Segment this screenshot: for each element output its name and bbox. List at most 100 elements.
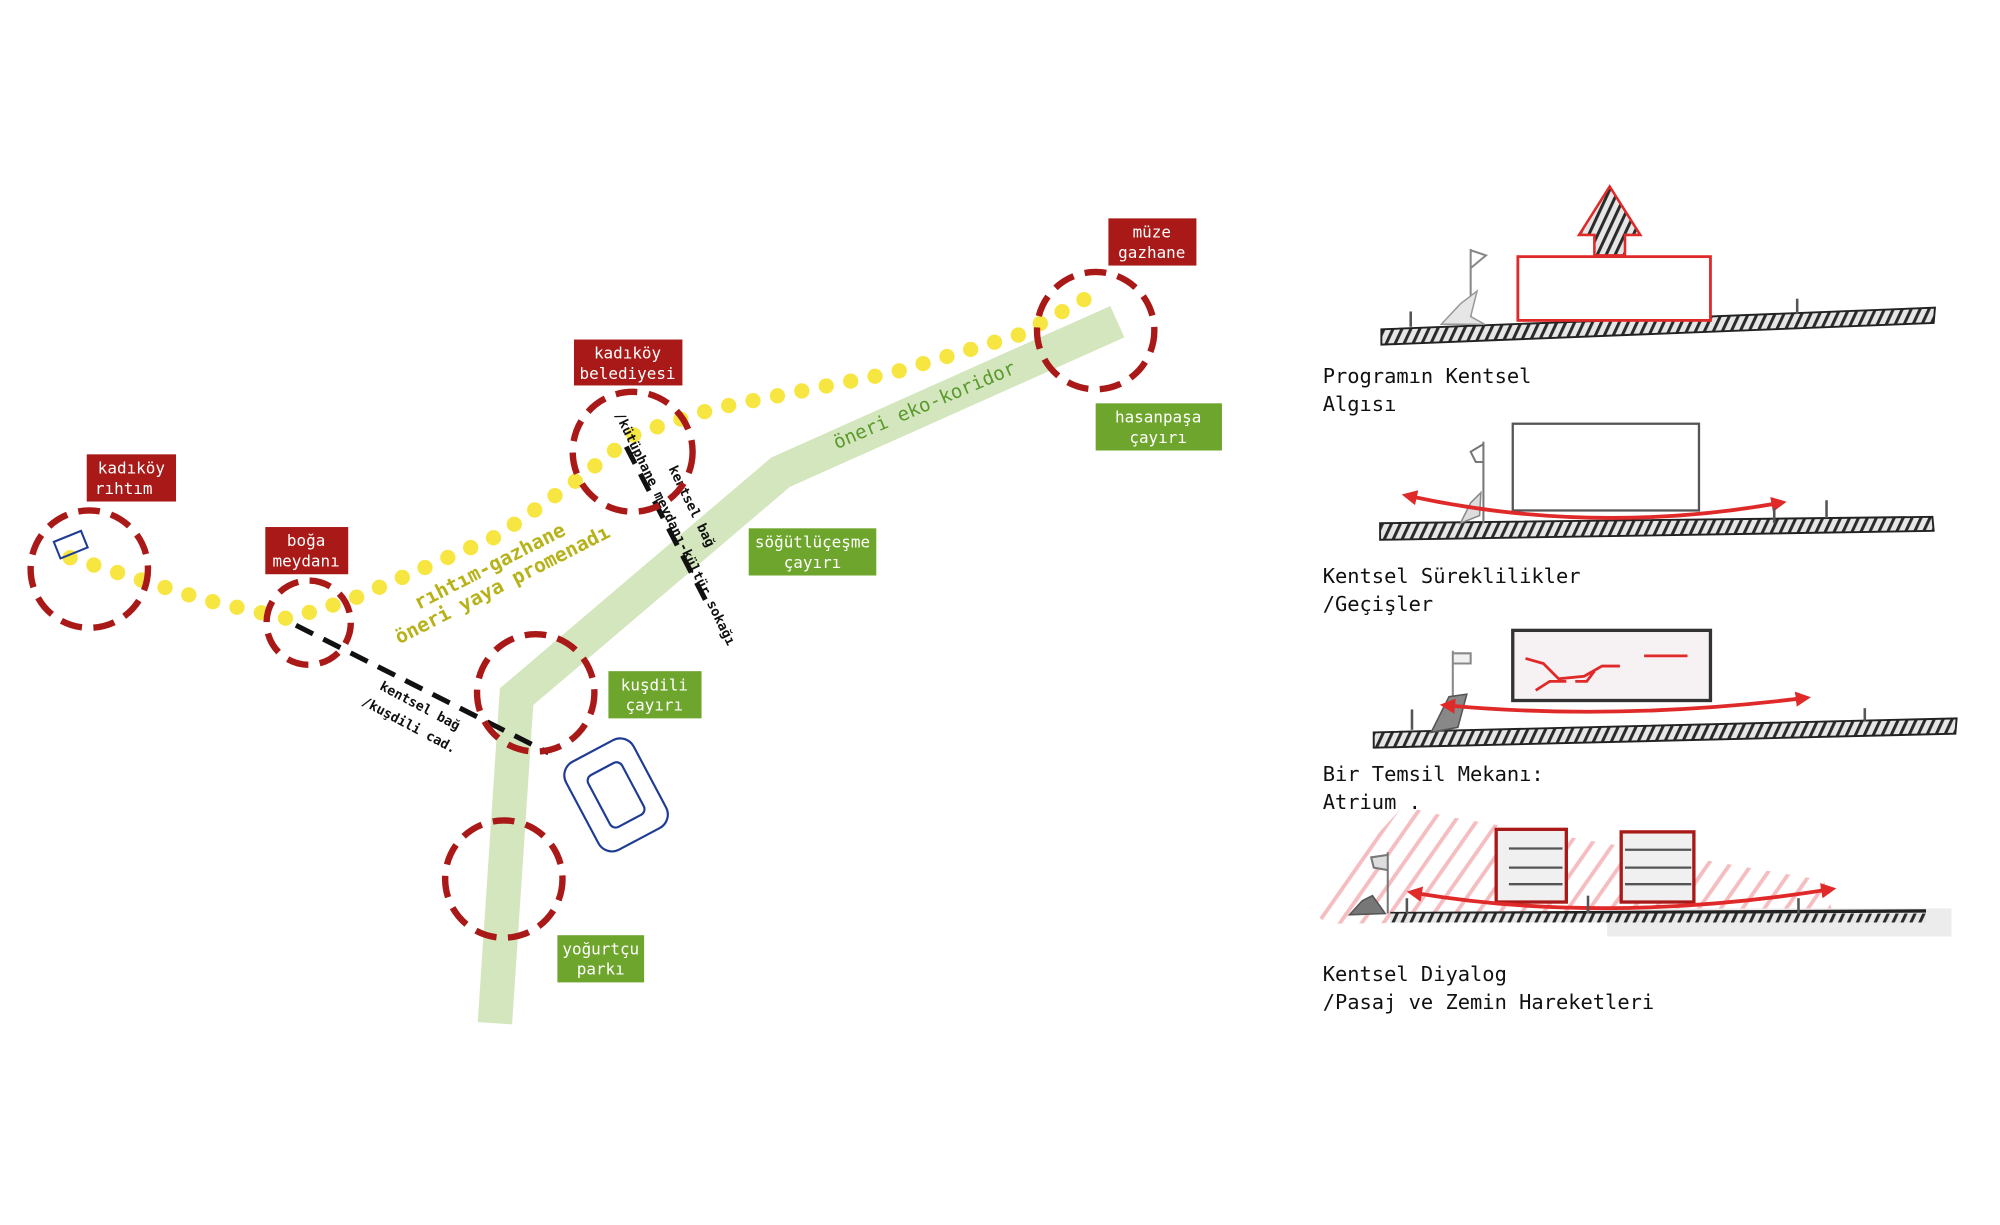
caption-program-line2: Algısı [1323,392,1397,416]
stadium-building [563,737,669,853]
building-box [1516,255,1712,322]
svg-text:çayırı: çayırı [784,553,842,572]
svg-text:söğütlüçeşme: söğütlüçeşme [755,532,870,551]
park-label-yogurtcu[interactable]: yoğurtçu parkı [557,935,645,983]
promenade-dot [587,458,603,474]
promenade-dot [440,549,456,566]
promenade-dot [86,557,102,573]
promenade-dot [463,539,479,556]
promenade-dot [1010,327,1027,343]
building-left [1494,827,1568,904]
park-label-kusdili[interactable]: kuşdili çayırı [608,671,702,719]
promenade-dot [371,579,388,595]
promenade-dot [696,403,713,420]
promenade-dot [485,530,502,546]
promenade-dot [794,383,810,399]
node-circle-muze-gazhane[interactable] [1033,268,1158,393]
ground-hatch [1379,515,1935,541]
sketch-dialog: Kentsel Diyalog /Pasaj ve Zemin Hareketl… [1308,806,1952,1014]
sketch-program: Programın Kentsel Algısı [1323,184,1936,416]
promenade-dot [527,502,543,518]
promenade-path [62,291,1092,626]
caption-continuity-line2: /Geçişler [1323,592,1433,616]
node-circle-kadikoy-rihtim[interactable] [27,507,152,631]
caption-atrium-line1: Bir Temsil Mekanı: [1323,762,1544,786]
node-circle-kusdili[interactable] [473,630,598,755]
promenade-dot [915,355,931,372]
svg-text:hasanpaşa: hasanpaşa [1115,407,1201,426]
svg-text:kuşdili: kuşdili [621,675,688,694]
node-label-kadikoy-rihtim[interactable]: kadıköy rıhtım [86,454,177,502]
park-label-sogutlucesme[interactable]: söğütlüçeşme çayırı [748,528,877,576]
promenade-dot [1076,291,1092,308]
promenade-dot [626,427,642,443]
svg-text:parkı: parkı [577,960,625,979]
promenade-dot [818,378,834,394]
continuity-arrow [1401,490,1787,520]
node-label-muze-gazhane[interactable]: müze gazhane [1108,218,1197,266]
promenade-dot [348,589,365,605]
promenade-dot [963,341,979,358]
caption-dialog-line1: Kentsel Diyalog [1323,962,1507,986]
promenade-dot [842,373,859,389]
node-circle-yogurtcu[interactable] [441,817,566,941]
node-label-kadikoy-belediyesi[interactable]: kadıköy belediyesi [573,339,683,386]
kusdili-link-line [294,622,550,756]
promenade-dot [745,392,761,409]
ramp-icon [1429,693,1468,734]
caption-continuity-line1: Kentsel Süreklilikler [1323,564,1581,588]
promenade-dot [205,594,221,610]
ground-hatch [1390,913,1927,923]
eco-corridor [477,305,1125,1025]
site-map: öneri eko-koridor rıhtım-gazhane öneri y… [27,218,1222,1025]
atrium-arrow [1439,691,1811,714]
sketch-continuity: Kentsel Süreklilikler /Geçişler [1323,422,1935,616]
svg-text:meydanı: meydanı [273,552,340,571]
svg-text:müze: müze [1133,222,1171,241]
promenade-dot [891,363,907,379]
node-circle-boga-meydani[interactable] [263,577,354,668]
atrium-stairs [1525,654,1688,692]
promenade-dot [301,604,317,621]
caption-atrium-line2: Atrium . [1323,790,1421,814]
ramp-icon [1439,289,1486,325]
svg-text:yoğurtçu: yoğurtçu [562,939,639,958]
sketch-atrium: Bir Temsil Mekanı: Atrium . [1323,628,1958,814]
dialog-arrow [1406,883,1837,911]
promenade-dot [567,473,584,489]
park-label-hasanpasa[interactable]: hasanpaşa çayırı [1095,403,1222,451]
promenade-dot [721,397,737,414]
ground-hatch [1380,306,1936,346]
promenade-dot [986,334,1003,350]
promenade-dot [277,610,294,626]
promenade-dot [649,419,665,435]
up-arrow-icon [1576,184,1643,257]
node-label-boga-meydani[interactable]: boğa meydanı [265,527,349,575]
promenade-dot [229,599,245,615]
svg-text:boğa: boğa [287,531,325,550]
caption-dialog-line2: /Pasaj ve Zemin Hareketleri [1323,990,1654,1014]
promenade-dot [157,579,173,596]
promenade-dot [109,564,126,581]
promenade-dot [606,442,623,459]
building-box [1511,422,1701,512]
svg-text:çayırı: çayırı [626,696,684,715]
caption-program-line1: Programın Kentsel [1323,364,1532,388]
svg-text:gazhane: gazhane [1118,243,1185,262]
promenade-dot [547,488,563,504]
svg-text:kadıköy: kadıköy [98,458,165,477]
promenade-dot [1054,303,1070,320]
svg-text:rıhtım: rıhtım [95,479,153,498]
promenade-dot [939,348,955,365]
promenade-dot [867,368,883,384]
promenade-dot [325,597,341,613]
svg-text:kadıköy: kadıköy [594,344,661,363]
promenade-dot [506,516,522,532]
promenade-dot [417,559,433,576]
svg-text:belediyesi: belediyesi [580,364,676,383]
pier-building [52,529,90,560]
flag-icon [1369,852,1389,914]
ramp-icon [1347,894,1387,916]
node-circle-kadikoy-belediyesi[interactable] [569,388,696,515]
